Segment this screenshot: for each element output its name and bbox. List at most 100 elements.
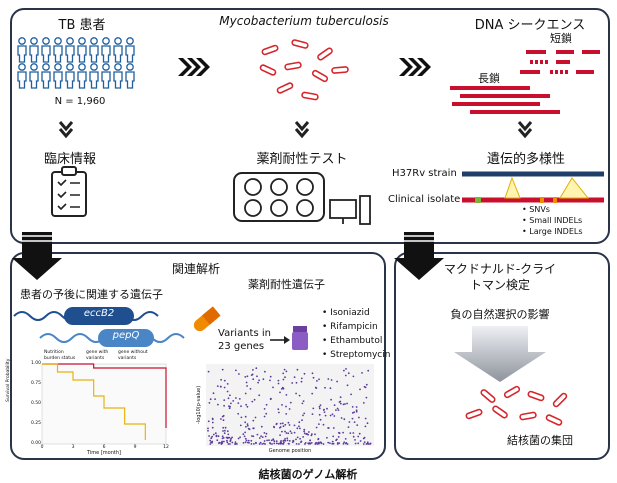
manhattan-point: [279, 434, 281, 436]
drug-capsule-icon: [193, 306, 221, 332]
manhattan-point: [343, 418, 346, 421]
manhattan-point: [222, 419, 225, 422]
manhattan-point: [330, 398, 332, 401]
manhattan-point: [230, 402, 232, 405]
manhattan-point: [312, 407, 315, 410]
manhattan-point: [258, 437, 261, 439]
manhattan-point: [279, 441, 282, 444]
manhattan-point: [314, 433, 316, 436]
manhattan-point: [361, 372, 363, 374]
km-xtick: 6: [102, 445, 106, 450]
manhattan-point: [266, 439, 268, 442]
manhattan-point: [214, 398, 217, 400]
manhattan-point: [359, 440, 362, 442]
manhattan-point: [327, 378, 330, 380]
manhattan-point: [264, 370, 266, 373]
manhattan-point: [268, 439, 270, 442]
manhattan-point: [303, 428, 306, 431]
km-ytick: 0.00: [31, 441, 42, 446]
manhattan-point: [344, 403, 346, 405]
manhattan-point: [301, 402, 304, 405]
manhattan-point: [318, 413, 321, 416]
manhattan-point: [326, 436, 328, 439]
manhattan-point: [257, 381, 259, 384]
manhattan-point: [243, 435, 246, 438]
manhattan-point: [314, 386, 317, 389]
manhattan-point: [265, 412, 268, 415]
manhattan-point: [344, 438, 347, 440]
manhattan-point: [269, 442, 271, 444]
manhattan-point: [323, 411, 326, 413]
manhattan-point: [242, 442, 245, 444]
manhattan-point: [284, 430, 286, 433]
manhattan-point: [219, 385, 222, 388]
manhattan-point: [348, 421, 351, 423]
manhattan-point: [211, 440, 214, 443]
manhattan-point: [252, 435, 255, 438]
manhattan-point: [235, 369, 237, 372]
manhattan-point: [265, 403, 268, 406]
patient-count: N = 1,960: [54, 96, 106, 107]
manhattan-point: [280, 440, 282, 442]
manhattan-xlabel: Genome position: [268, 448, 312, 454]
manhattan-point: [215, 435, 218, 438]
manhattan-point: [353, 421, 356, 423]
drug-rifampicin: • Rifampicin: [322, 322, 378, 332]
manhattan-point: [286, 439, 289, 442]
manhattan-point: [352, 435, 355, 438]
manhattan-point: [229, 405, 231, 408]
manhattan-point: [256, 375, 258, 378]
patient-people-icons: [17, 37, 135, 89]
manhattan-point: [252, 427, 255, 430]
manhattan-point: [263, 415, 266, 418]
manhattan-point: [343, 369, 345, 372]
bacteria-cluster-icon: [258, 38, 349, 101]
down-arrow-1-icon: [58, 120, 74, 138]
manhattan-point: [247, 427, 250, 430]
long-reads-label: 長鎖: [478, 72, 500, 85]
km-ytick: 1.00: [31, 361, 42, 366]
manhattan-point: [209, 398, 212, 401]
manhattan-point: [261, 443, 264, 445]
variant-large-indel: • Large INDELs: [522, 227, 583, 236]
km-ytick: 0.50: [31, 401, 42, 406]
manhattan-point: [240, 416, 243, 419]
manhattan-point: [295, 438, 297, 441]
manhattan-point: [303, 412, 306, 415]
manhattan-point: [285, 432, 288, 434]
manhattan-point: [362, 402, 365, 404]
km-plot: [41, 363, 167, 445]
manhattan-point: [298, 425, 300, 428]
manhattan-point: [269, 379, 271, 382]
manhattan-point: [260, 425, 263, 428]
manhattan-point: [303, 372, 306, 375]
manhattan-point: [232, 400, 235, 402]
manhattan-point: [282, 378, 285, 381]
km-xtick: 3: [71, 445, 75, 450]
gene-eccb2-strand-icon: [13, 307, 159, 325]
manhattan-point: [358, 432, 361, 435]
manhattan-point: [331, 442, 334, 445]
big-down-arrow-right-icon: [394, 232, 444, 280]
manhattan-point: [223, 432, 226, 435]
manhattan-point: [319, 404, 322, 406]
manhattan-point: [318, 423, 320, 425]
manhattan-point: [279, 426, 281, 429]
flow-arrow-2-icon: [399, 58, 431, 76]
manhattan-point: [345, 368, 347, 370]
manhattan-point: [298, 443, 300, 445]
manhattan-point: [329, 442, 331, 444]
km-xlabel: Time [month]: [87, 450, 121, 456]
h37rv-label: H37Rv strain: [392, 168, 457, 179]
manhattan-point: [209, 443, 212, 445]
manhattan-point: [343, 441, 346, 444]
manhattan-point: [293, 424, 296, 427]
manhattan-point: [359, 388, 361, 391]
manhattan-point: [231, 441, 234, 444]
manhattan-point: [286, 437, 289, 440]
manhattan-point: [336, 407, 339, 410]
manhattan-point: [256, 433, 259, 436]
manhattan-point: [281, 422, 284, 425]
manhattan-point: [285, 394, 288, 396]
